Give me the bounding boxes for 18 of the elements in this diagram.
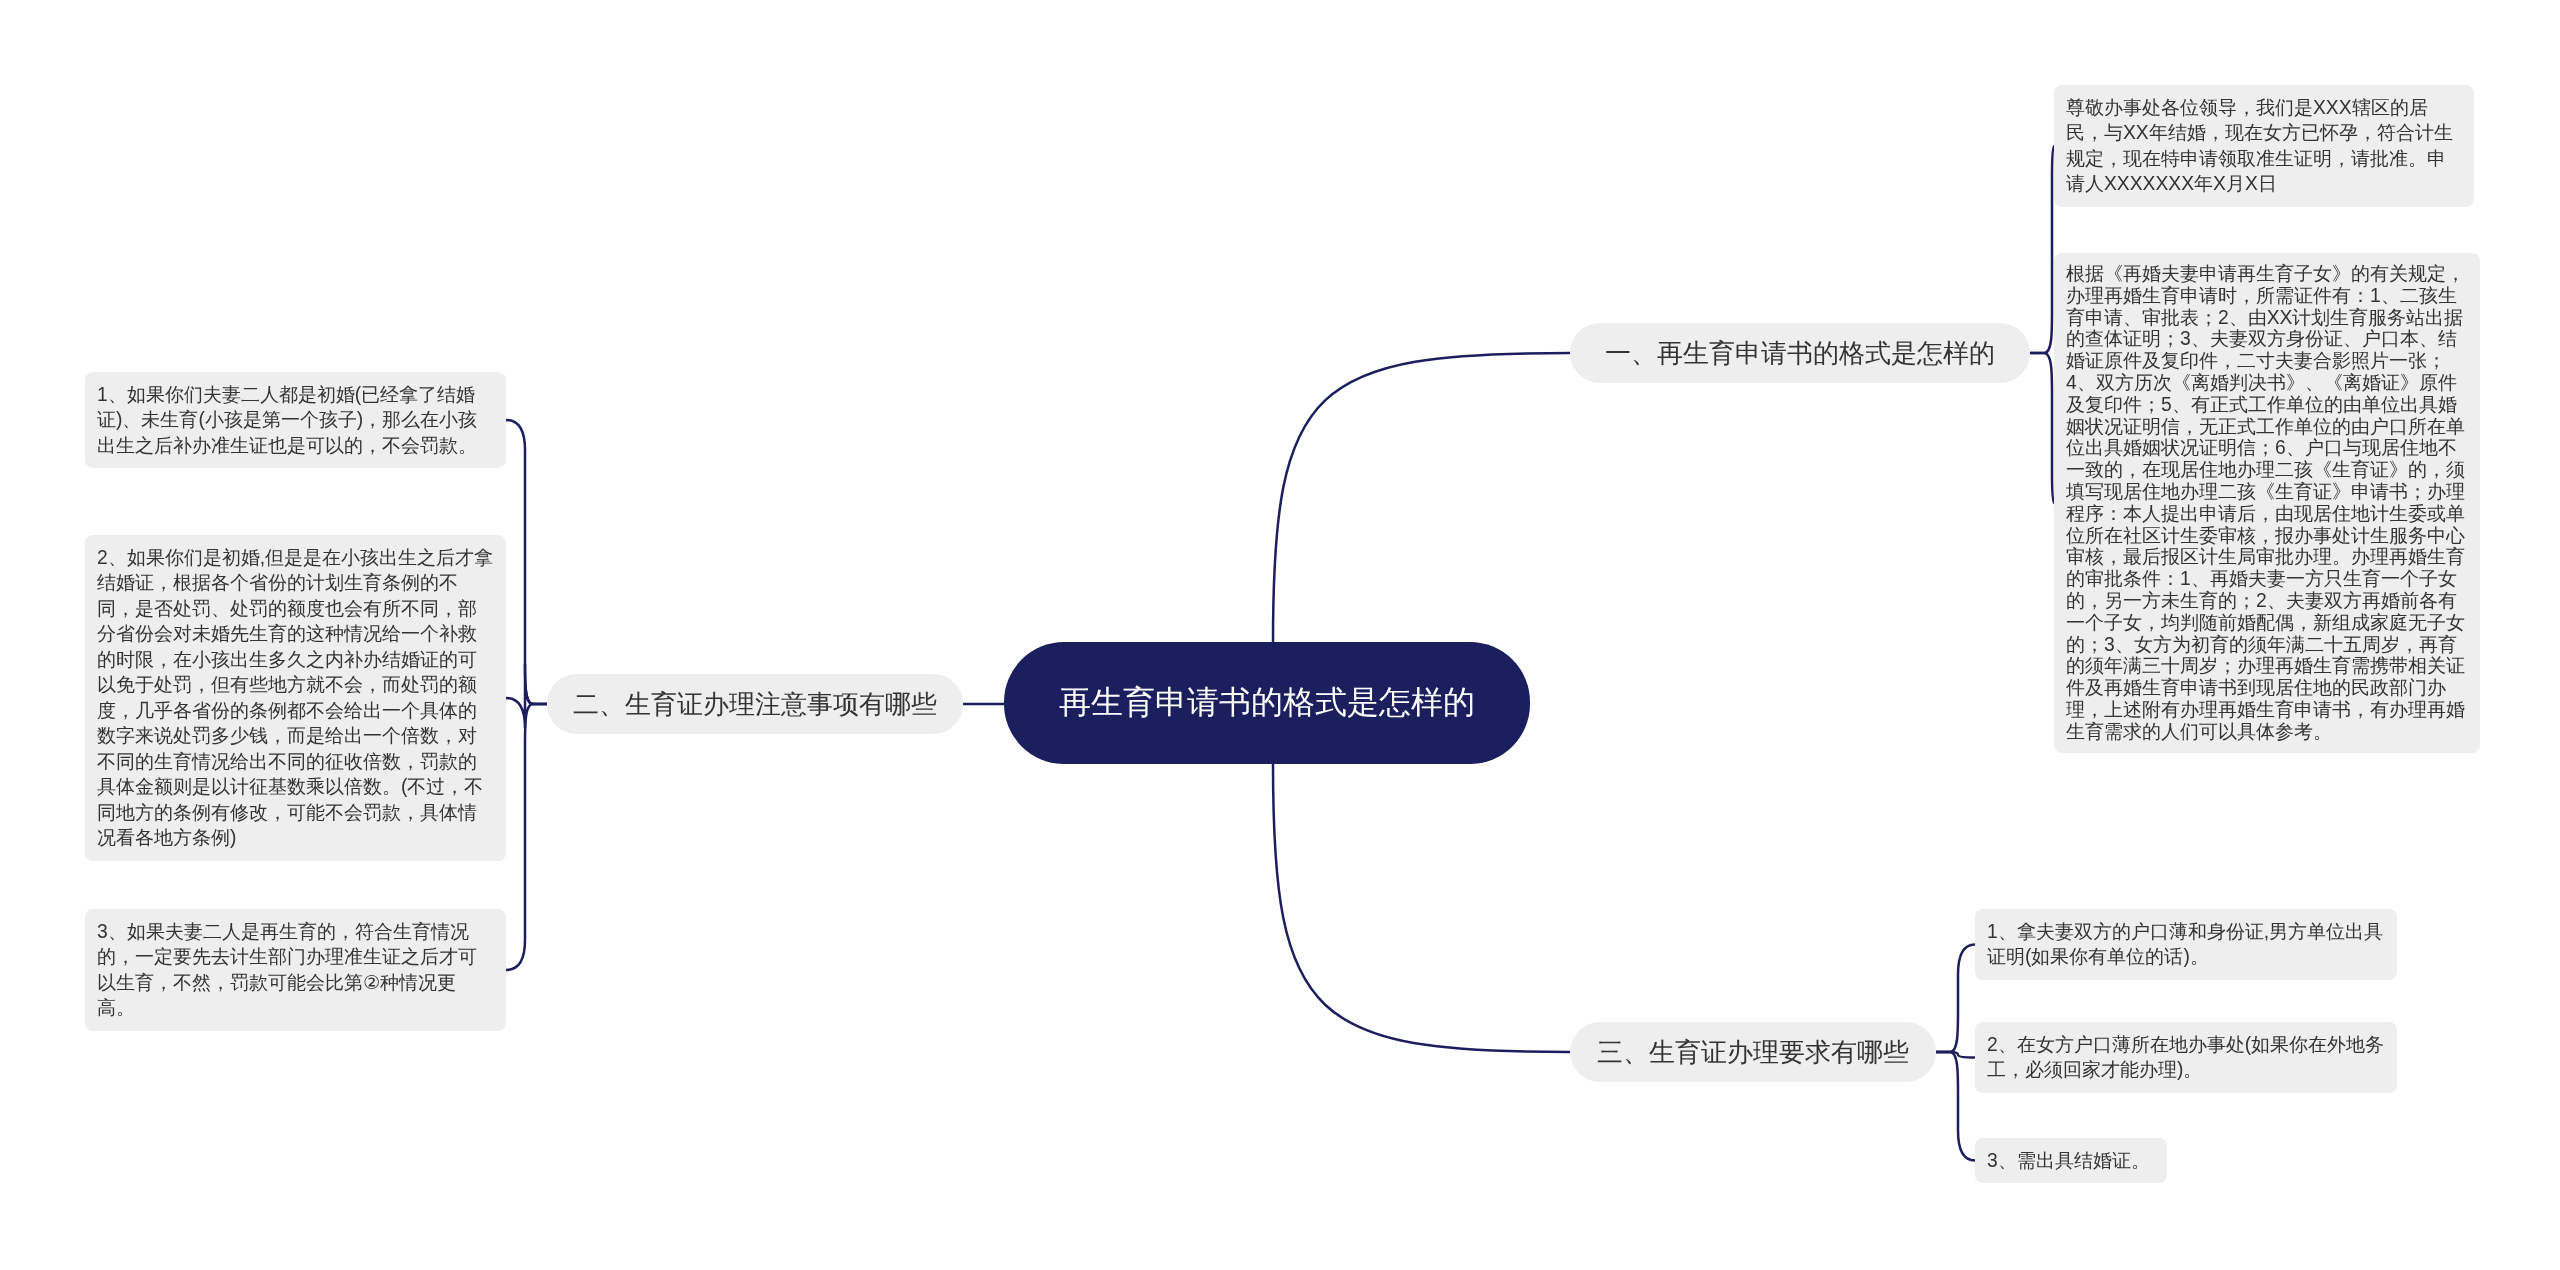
topic-box: 二、生育证办理注意事项有哪些: [547, 674, 963, 734]
note-box: 2、在女方户口薄所在地办事处(如果你在外地务工，必须回家才能办理)。: [1975, 1022, 2397, 1093]
note-box: 3、需出具结婚证。: [1975, 1138, 2167, 1184]
connector: [505, 702, 547, 972]
note-box: 2、如果你们是初婚,但是是在小孩出生之后才拿结婚证，根据各个省份的计划生育条例的不同，是否处罚、处罚的额度也会有所不同，部分省份会对未婚先生育的这种情况给一个补救的时限，在小孩出生多久之内补办结婚证的可以免于处罚，但有些地方就不会，而处罚的额度，几乎各省份的条例都不会给出一个具体的数字来说处罚多少钱，而是给出一个倍数，对不同的生育情况给出不同的征收倍数，罚款的具体金额则是以计征基数乘以倍数。(不过，不同地方的条例有修改，可能不会罚款，具体情况看各地方条例): [85, 535, 506, 861]
topic-box: 一、再生育申请书的格式是怎样的: [1570, 323, 2030, 383]
note-box: 3、如果夫妻二人是再生育的，符合生育情况的，一定要先去计生部门办理准生证之后才可以生育，不然，罚款可能会比第②种情况更高。: [85, 909, 506, 1031]
topic-box: 三、生育证办理要求有哪些: [1570, 1022, 1936, 1082]
connector: [1936, 1050, 1976, 1162]
central-topic: 再生育申请书的格式是怎样的: [1004, 642, 1530, 764]
note-box: 尊敬办事处各位领导，我们是XXX辖区的居民，与XX年结婚，现在女方已怀孕，符合计生规定，现在特申请领取准生证明，请批准。申请人XXXXXXX年X月X日: [2054, 85, 2474, 207]
connector: [1271, 351, 1570, 642]
connector: [1271, 764, 1570, 1054]
note-box: 1、拿夫妻双方的户口薄和身份证,男方单位出具证明(如果你有单位的话)。: [1975, 909, 2397, 980]
note-box: 根据《再婚夫妻申请再生育子女》的有关规定，办理再婚生育申请时，所需证件有：1、二孩生育申请、审批表；2、由XX计划生育服务站出据的查体证明；3、夫妻双方身份证、户口本、结婚证原件及复印件，二寸夫妻合影照片一张；4、双方历次《离婚判决书》、《离婚证》原件及复印件；5、有正式工作单位的由单位出具婚姻状况证明信，无正式工作单位的由户口所在单位出具婚姻状况证明信；6、户口与现居住地不一致的，在现居住地办理二孩《生育证》的，须填写现居住地办理二孩《生育证》申请书；办理程序：本人提出申请后，由现居住地计生委或单位所在社区计生委审核，报办事处计生服务中心审核，最后报区计生局审批办理。办理再婚生育的审批条件：1、再婚夫妻一方只生育一个子女的，另一方未生育的；2、夫妻双方再婚前各有一个子女，均判随前婚配偶，新组成家庭无子女的；3、女方为初育的须年满二十五周岁，再育的须年满三十周岁；办理再婚生育需携带相关证件及再婚生育申请书到现居住地的民政部门办理，上述附有办理再婚生育申请书，有办理再婚生育需求的人们可以具体参考。: [2054, 253, 2480, 753]
connector: [963, 702, 1004, 706]
connector: [2030, 351, 2056, 504]
note-box: 1、如果你们夫妻二人都是初婚(已经拿了结婚证)、未生育(小孩是第一个孩子)，那么在小孩出生之后补办准生证也是可以的，不会罚款。: [85, 372, 506, 469]
